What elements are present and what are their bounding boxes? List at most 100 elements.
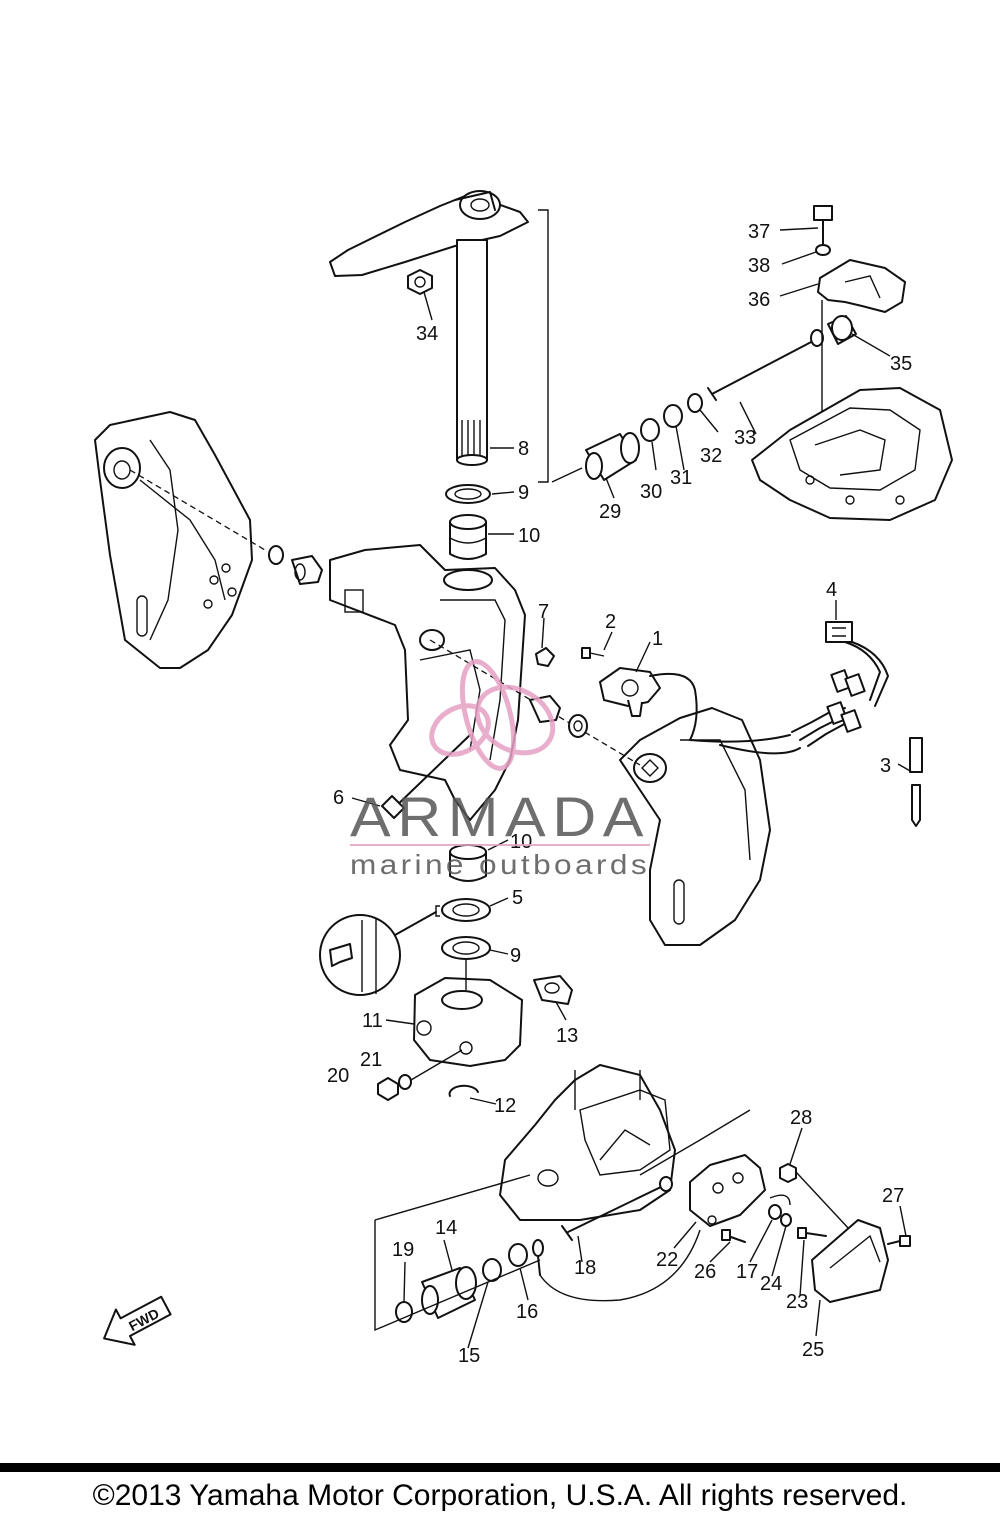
grommet-nut <box>779 1163 797 1183</box>
callout-29: 29 <box>599 501 621 523</box>
callout-10-lower: 10 <box>510 831 532 853</box>
washer-19 <box>395 1301 413 1323</box>
callout-28: 28 <box>790 1107 812 1129</box>
callout-31: 31 <box>670 467 692 489</box>
washer-32 <box>687 393 703 413</box>
steering-arm-nut <box>407 269 433 295</box>
cap-washer <box>815 244 831 256</box>
lower-case <box>499 1064 676 1221</box>
watermark-brand: ARMADA <box>350 785 650 848</box>
callout-1: 1 <box>652 628 663 650</box>
leader-lines <box>351 227 913 1349</box>
callout-30: 30 <box>640 481 662 503</box>
wire-harness <box>689 707 856 755</box>
seal-detail-view <box>319 905 440 996</box>
callout-2: 2 <box>605 611 616 633</box>
mount-through-bolt <box>707 329 824 401</box>
lower-bracket-line <box>374 1174 541 1332</box>
lock-washer <box>780 1213 792 1227</box>
swivel-shaft <box>456 239 488 466</box>
callout-36: 36 <box>748 289 770 311</box>
callout-11: 11 <box>362 1010 383 1032</box>
clamp-bracket-left <box>94 411 253 669</box>
washer-16 <box>508 1243 528 1267</box>
through-bolt <box>381 734 471 819</box>
cover-screw <box>887 1235 911 1247</box>
mount-bracket <box>689 1154 766 1227</box>
parts-diagram: FWD 1 2 3 4 5 6 7 8 9 10 11 12 13 14 15 … <box>94 190 953 1367</box>
callout-12: 12 <box>494 1095 516 1117</box>
callout-34: 34 <box>416 323 438 345</box>
callout-7: 7 <box>538 601 549 623</box>
upper-mount-cap <box>817 259 906 313</box>
callout-21: 21 <box>360 1049 382 1071</box>
callout-32: 32 <box>700 445 722 467</box>
watermark-logo: ARMADA marine outboards <box>350 659 650 880</box>
mount-washer <box>398 1074 412 1090</box>
callout-23: 23 <box>786 1291 808 1313</box>
callout-labels: 1 2 3 4 5 6 7 8 9 10 11 12 13 14 15 16 1… <box>327 221 912 1367</box>
long-bolt <box>561 1176 673 1241</box>
callout-22: 22 <box>656 1249 678 1271</box>
exhaust-guide <box>751 387 953 521</box>
callout-5: 5 <box>512 887 523 909</box>
lead-terminal <box>768 1204 782 1220</box>
oil-seal <box>441 898 491 922</box>
sensor-screw <box>581 647 605 659</box>
fwd-arrow-icon: FWD <box>103 1295 172 1346</box>
callout-9-lower: 9 <box>510 945 521 967</box>
washer-lower <box>441 936 491 960</box>
callout-18: 18 <box>574 1257 596 1279</box>
mount-nut <box>377 1077 399 1101</box>
callout-10: 10 <box>518 525 540 547</box>
callout-16: 16 <box>516 1301 538 1323</box>
callout-14: 14 <box>435 1217 457 1239</box>
washer-upper <box>445 484 491 504</box>
cap-bolt <box>813 205 833 245</box>
callout-19: 19 <box>392 1239 414 1261</box>
callout-3: 3 <box>880 755 891 777</box>
harness-coupler <box>825 621 889 707</box>
circlip <box>448 1084 479 1097</box>
callout-27: 27 <box>882 1185 904 1207</box>
mount-damper <box>533 975 573 1005</box>
watermark-tagline: marine outboards <box>350 849 650 880</box>
callout-6: 6 <box>333 787 344 809</box>
bushing-lower <box>449 844 487 882</box>
ground-lead <box>532 1229 701 1302</box>
grease-nipple <box>535 647 555 667</box>
cable-tie <box>909 737 923 827</box>
bushing-upper <box>449 514 487 560</box>
callout-26: 26 <box>694 1261 716 1283</box>
footer-rule <box>0 1463 1000 1472</box>
washer-30 <box>640 418 660 442</box>
lower-mount-housing <box>413 977 523 1067</box>
bracket-screw <box>797 1227 827 1239</box>
tilt-pin-collar-left <box>268 545 323 585</box>
swivel-bracket <box>329 544 526 821</box>
bracket-bolt <box>721 1229 746 1243</box>
lower-cover <box>811 1219 889 1303</box>
washer-31 <box>663 404 683 428</box>
upper-mount-rubber <box>551 432 640 483</box>
callout-17: 17 <box>736 1261 758 1283</box>
callout-4: 4 <box>826 579 837 601</box>
callout-15: 15 <box>458 1345 480 1367</box>
callout-13: 13 <box>556 1025 578 1047</box>
lower-mount-rubber <box>421 1266 477 1319</box>
callout-20: 20 <box>327 1065 349 1087</box>
callout-37: 37 <box>748 221 770 243</box>
callout-24: 24 <box>760 1273 782 1295</box>
callout-9: 9 <box>518 482 529 504</box>
cowling-line <box>639 1109 751 1176</box>
copyright-notice: ©2013 Yamaha Motor Corporation, U.S.A. A… <box>92 1479 908 1512</box>
callout-8: 8 <box>518 438 529 460</box>
trim-sensor <box>599 667 698 741</box>
steering-arm <box>329 190 529 277</box>
leader-bracket <box>538 209 549 483</box>
callout-35: 35 <box>890 353 912 375</box>
callout-25: 25 <box>802 1339 824 1361</box>
callout-33: 33 <box>734 427 756 449</box>
mount-damper-35 <box>827 315 857 345</box>
callout-38: 38 <box>748 255 770 277</box>
